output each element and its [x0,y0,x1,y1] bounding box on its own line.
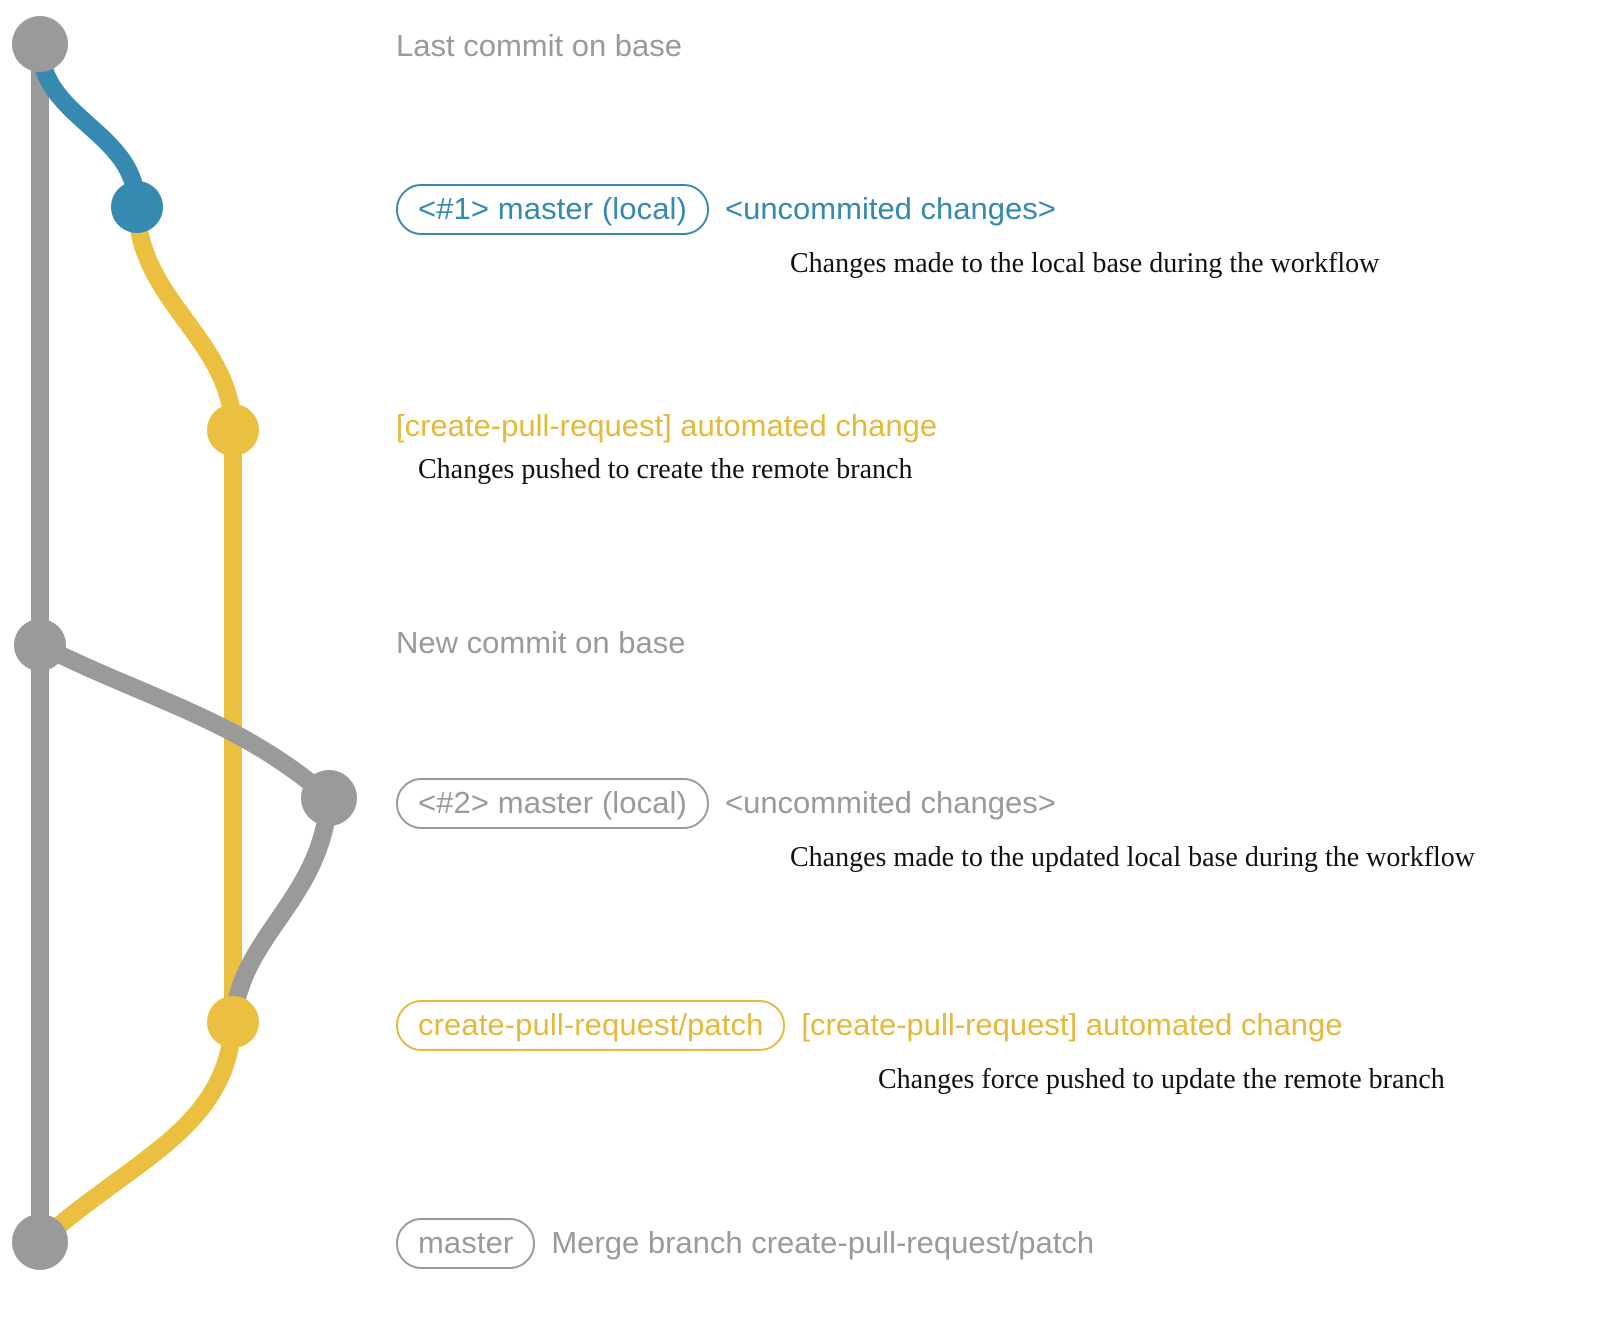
commit-headline: Merge branch create-pull-request/patch [551,1225,1095,1261]
commit-nodes [12,16,357,1270]
commit-subtext: Changes made to the local base during th… [790,248,1380,279]
commit-subtext: Changes made to the updated local base d… [790,842,1476,873]
commit-subtext: Changes force pushed to update the remot… [878,1064,1445,1095]
edge-base-new-to-local-2 [31,636,338,807]
branch-badge-master[interactable]: master [396,1218,536,1269]
node-base-top [12,16,68,72]
edge-patch-2-to-master-merge [31,1013,242,1251]
row-master-local-1: <#1> master (local) <uncommited changes>… [396,184,1379,280]
row-primary-line: <#2> master (local) <uncommited changes> [396,778,1475,829]
commit-headline: <uncommited changes> [724,785,1056,821]
node-patch-2 [207,996,259,1048]
node-base-new [14,619,66,671]
commit-headline: [create-pull-request] automated change [801,1007,1343,1043]
row-primary-line: Last commit on base [396,28,683,63]
row-primary-line: New commit on base [396,625,686,660]
edge-base-top-to-local-1 [31,35,146,216]
row-master-merge: master Merge branch create-pull-request/… [396,1218,1094,1269]
commit-headline: New commit on base [396,625,686,660]
edge-local-2-to-patch-2 [224,789,338,1031]
commit-headline: <uncommited changes> [724,191,1056,227]
node-local-1 [111,181,163,233]
node-master-merge [12,1214,68,1270]
row-primary-line: <#1> master (local) <uncommited changes> [396,184,1379,235]
row-primary-line: create-pull-request/patch [create-pull-r… [396,1000,1445,1051]
node-patch-1 [207,404,259,456]
row-automated-change-1: [create-pull-request] automated change C… [396,408,938,485]
row-primary-line: [create-pull-request] automated change [396,408,938,443]
row-new-commit-on-base: New commit on base [396,625,686,660]
row-last-commit-on-base: Last commit on base [396,28,683,63]
node-local-2 [301,770,357,826]
commit-subtext: Changes pushed to create the remote bran… [418,453,913,485]
branch-badge-master-local-2[interactable]: <#2> master (local) [396,778,709,829]
row-master-local-2: <#2> master (local) <uncommited changes>… [396,778,1475,874]
row-primary-line: master Merge branch create-pull-request/… [396,1218,1094,1269]
edge-local-1-to-patch-1 [128,198,242,439]
branch-badge-master-local-1[interactable]: <#1> master (local) [396,184,709,235]
row-patch-branch: create-pull-request/patch [create-pull-r… [396,1000,1445,1096]
commit-headline: [create-pull-request] automated change [396,408,938,443]
branch-badge-create-pull-request-patch[interactable]: create-pull-request/patch [396,1000,786,1051]
commit-headline: Last commit on base [396,28,683,63]
